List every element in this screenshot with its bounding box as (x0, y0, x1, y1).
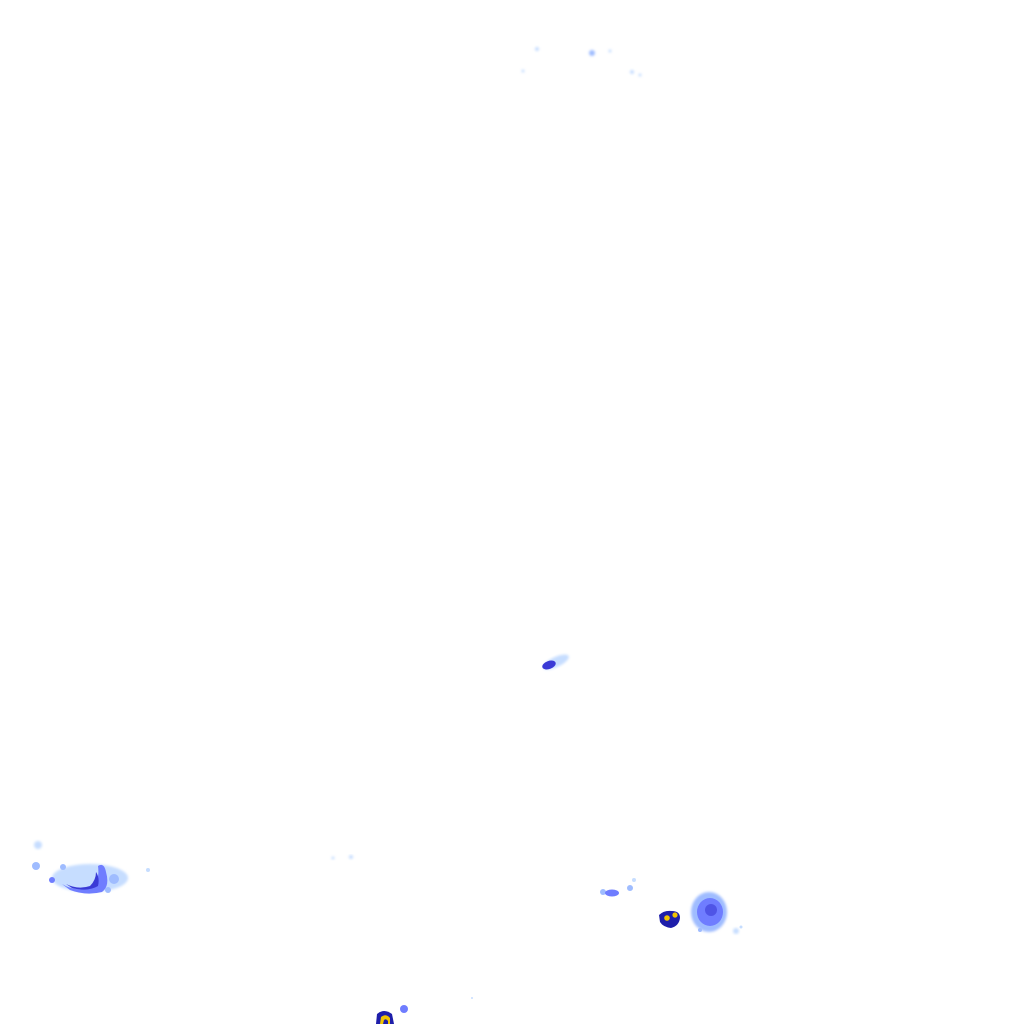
echo-speck (105, 887, 111, 893)
echo-speck (400, 1005, 408, 1013)
echo-speck (600, 889, 606, 895)
echo-core (705, 904, 717, 916)
echo-speck (535, 47, 539, 51)
echo-speck (49, 877, 55, 883)
echo-speck (733, 928, 739, 934)
echo-speck (739, 925, 743, 929)
echo-body (605, 889, 619, 897)
echo-core (664, 915, 670, 921)
echo-cluster-top (521, 47, 642, 77)
echo-speck (630, 70, 634, 74)
echo-speck (698, 928, 702, 932)
echo-speck (627, 885, 633, 891)
echo-cell-center (542, 654, 569, 670)
echo-speck (638, 73, 642, 77)
echo-speck (109, 874, 119, 884)
echo-speck (34, 841, 42, 849)
echo-cluster-mid-bottom (331, 855, 353, 860)
echo-speck (632, 878, 636, 882)
echo-speck (32, 862, 40, 870)
echo-speck (471, 997, 473, 999)
storm-cell-strong (659, 910, 680, 928)
echo-speck (521, 69, 525, 73)
storm-cell-south (376, 997, 473, 1024)
echo-speck (349, 855, 353, 859)
echo-speck (608, 49, 612, 53)
echo-cluster-left (32, 841, 150, 894)
echo-cluster-right (600, 878, 636, 897)
echo-core-inner (383, 1019, 388, 1024)
echo-cell-east (691, 892, 743, 934)
echo-halo (52, 864, 128, 892)
echo-speck (146, 868, 150, 872)
echo-speck (589, 50, 595, 56)
echo-core (672, 912, 678, 918)
echo-speck (60, 864, 66, 870)
echo-speck (331, 856, 335, 860)
echo-body (542, 660, 556, 670)
